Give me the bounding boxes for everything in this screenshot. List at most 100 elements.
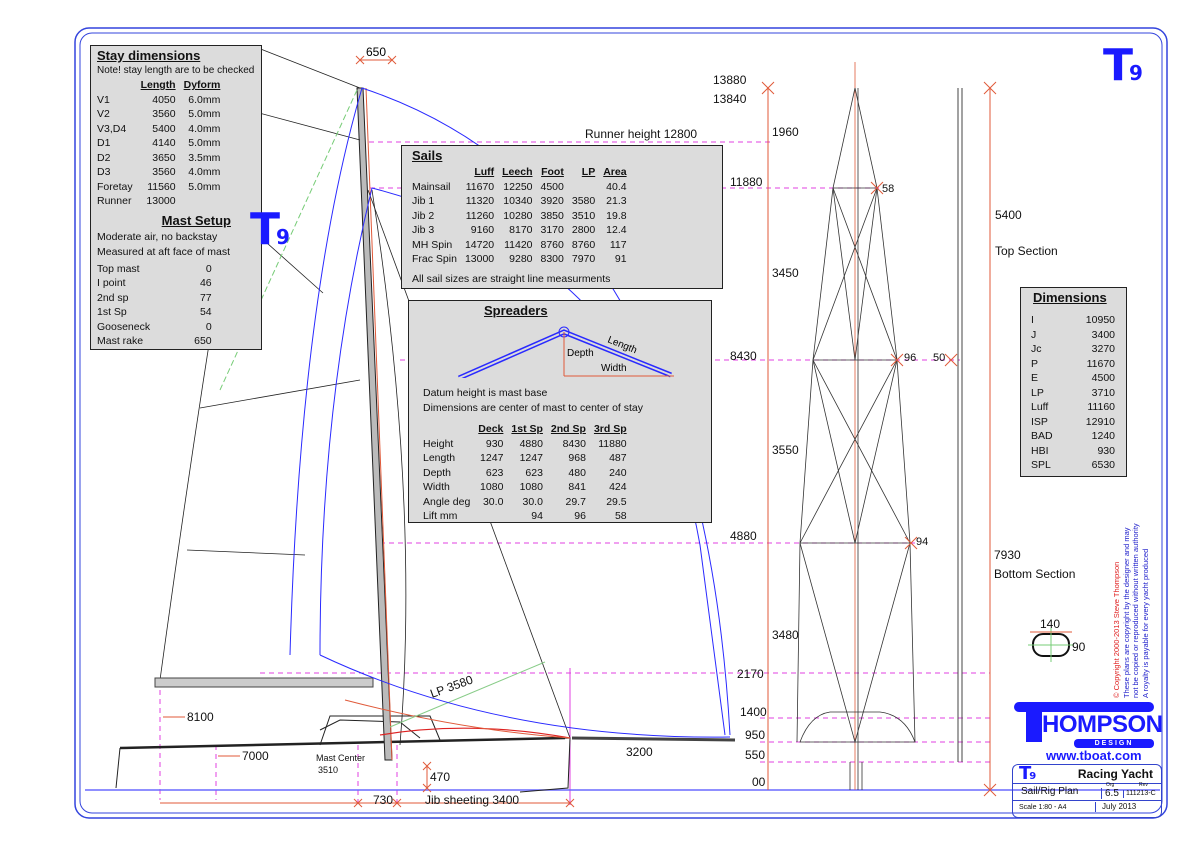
- cell-value: 4050: [152, 93, 176, 106]
- t9-letter: T: [1103, 40, 1134, 91]
- dimension-labels: Runner height 12800 13880 13840 1960 118…: [187, 73, 1086, 807]
- cell-value: 1080: [519, 481, 543, 493]
- t9-logo-mid: T9: [250, 208, 294, 252]
- row-label: P: [1031, 357, 1039, 370]
- row-label: Angle deg: [423, 495, 471, 508]
- cell-value: 1247: [480, 452, 504, 464]
- lp-label: LP 3580: [428, 672, 475, 700]
- bowsprit: [571, 736, 736, 742]
- cell-value: 3560: [152, 166, 176, 178]
- cell-value: 0: [205, 320, 212, 333]
- jib-sheeting-label: Jib sheeting 3400: [425, 793, 519, 807]
- logo-t-bar: [1014, 702, 1154, 712]
- section-width: 140: [1040, 617, 1060, 631]
- spreaders-panel: Spreaders Depth Width Length Datum heigh…: [408, 300, 712, 523]
- row-label: Height: [423, 437, 454, 450]
- cell-value: 29.5: [606, 495, 627, 508]
- row-label: D1: [97, 137, 111, 149]
- logo-design: DESIGN: [1074, 739, 1154, 748]
- row-label: Jc: [1031, 343, 1042, 355]
- sheet-inner-border: [79, 32, 1163, 814]
- cell-value: 9160: [470, 224, 495, 236]
- copyright-line-2: These plans are copyright by the designe…: [1121, 527, 1131, 698]
- copyright-notice: © Copyright 2000-2013 Steve Thompson The…: [1112, 523, 1150, 698]
- jib-sheet: [344, 699, 571, 739]
- cell-value: 10280: [503, 209, 533, 222]
- boom: [154, 677, 374, 688]
- spreader-note-1: Datum height is mast base: [423, 387, 548, 399]
- mainsail: [159, 47, 361, 681]
- boat-name: Racing Yacht: [1077, 767, 1153, 781]
- cell-value: 29.7: [565, 495, 586, 508]
- cell-value: 3850: [540, 209, 564, 222]
- t9-letter: T: [1019, 763, 1032, 784]
- cell-value: 240: [609, 466, 627, 479]
- row-label: V1: [97, 93, 110, 106]
- column-header: [93, 78, 137, 93]
- dim-50: 50: [933, 352, 945, 364]
- cell-value: 12250: [503, 180, 533, 193]
- cell-value: 3560: [152, 108, 176, 120]
- row-label: LP: [1031, 386, 1044, 399]
- height-00: 00: [752, 775, 766, 789]
- mast-center-label: Mast Center: [316, 753, 365, 763]
- cell-value: 40.4: [606, 180, 627, 193]
- width-label: Width: [601, 363, 627, 374]
- copyright-line-4: A royalty is payable for every yacht pro…: [1140, 548, 1150, 698]
- scale: Scale 1:80 - A4: [1019, 804, 1067, 811]
- cell-value: 1080: [480, 481, 504, 493]
- lift-58: 58: [882, 183, 894, 195]
- t9-letter: T: [250, 204, 281, 255]
- column-header: Leech: [502, 166, 533, 178]
- t9-number: 9: [276, 225, 290, 249]
- cell-value: 10340: [503, 195, 533, 207]
- cell-value: 8430: [562, 437, 586, 450]
- height-1400: 1400: [740, 705, 767, 719]
- dim-1960: 1960: [772, 125, 799, 139]
- column-header: 2nd Sp: [550, 423, 586, 435]
- row-label: ISP: [1031, 415, 1048, 428]
- row-label: Jib 3: [412, 224, 435, 236]
- cell-value: 91: [614, 253, 627, 265]
- row-label: J: [1031, 328, 1037, 341]
- cell-value: 5.0mm: [188, 108, 221, 120]
- column-header: LP: [581, 166, 596, 178]
- row-label: V3,D4: [97, 122, 127, 135]
- cell-value: 46: [199, 277, 212, 289]
- cell-value: 623: [485, 466, 504, 479]
- column-header: Deck: [478, 423, 504, 435]
- stay-note: Note! stay length are to be checked: [97, 65, 255, 76]
- height-550: 550: [745, 748, 765, 762]
- dim-730: 730: [373, 793, 393, 807]
- row-label: D3: [97, 166, 111, 178]
- cell-value: 13000: [146, 195, 176, 207]
- row-label: Length: [423, 452, 456, 464]
- cell-value: 968: [568, 452, 586, 464]
- cell-value: 11560: [147, 180, 176, 193]
- row-label: Runner: [97, 195, 132, 207]
- top-section-label: Top Section: [995, 244, 1058, 258]
- cell-value: 4.0mm: [188, 166, 221, 178]
- cell-value: 3510: [571, 209, 596, 222]
- row-label: HBI: [1031, 444, 1049, 457]
- sheet-border: [74, 27, 1168, 819]
- spreader-arms: [457, 329, 672, 378]
- row-label: Width: [423, 481, 450, 493]
- column-header: Luff: [474, 166, 495, 178]
- cell-value: 3920: [540, 195, 564, 207]
- cell-value: 5.0mm: [188, 137, 221, 149]
